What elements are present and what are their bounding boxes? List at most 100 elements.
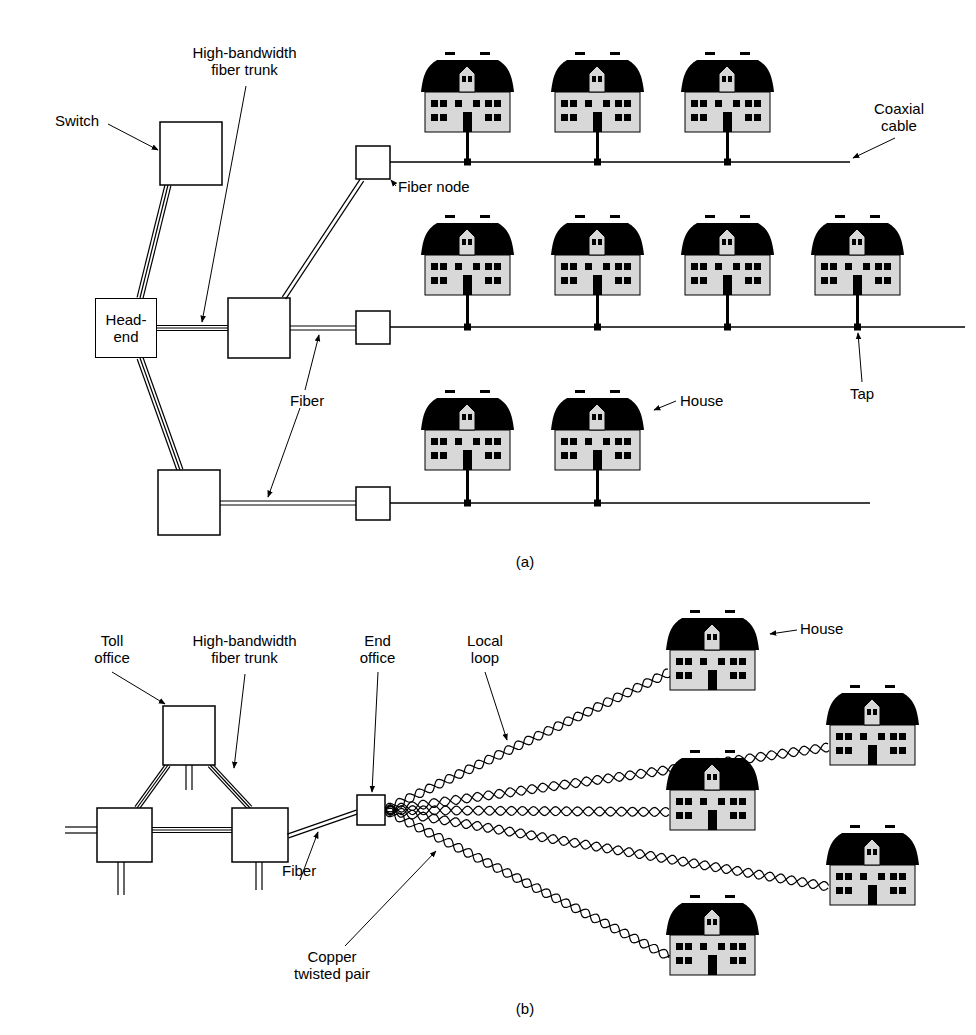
- leader-line: [654, 401, 676, 410]
- fiber-line: [287, 810, 356, 834]
- drop-cable: [726, 295, 729, 327]
- callout-label: Toll office: [87, 632, 137, 666]
- house-icon: [666, 610, 759, 690]
- toll-office-box: [163, 706, 215, 765]
- fiber-trunk: [157, 330, 228, 331]
- drop-cable: [596, 295, 599, 327]
- callout-label: Tap: [842, 385, 882, 402]
- end-office-box: [357, 795, 385, 825]
- house-icon: [551, 215, 644, 295]
- drop-cable: [726, 132, 729, 162]
- twisted-pair: [385, 810, 670, 958]
- hub-box: [228, 298, 290, 358]
- leader-line: [268, 408, 300, 497]
- fiber-node-box: [356, 146, 390, 179]
- fiber-line: [282, 179, 360, 297]
- trunk-stub: [65, 826, 97, 827]
- callout-label: Fiber node: [398, 178, 488, 195]
- tap-point: [724, 324, 731, 331]
- callout-label: Coaxial cable: [868, 100, 930, 134]
- house-icon: [666, 895, 759, 975]
- leader-line: [485, 672, 507, 740]
- leader-line: [112, 672, 165, 704]
- fiber-trunk: [140, 358, 180, 470]
- twisted-pair: [385, 806, 669, 817]
- tap-point: [724, 159, 731, 166]
- drop-cable: [596, 132, 599, 162]
- tap-point: [464, 159, 471, 166]
- leader-line: [345, 851, 436, 946]
- toll-office-box: [232, 808, 288, 862]
- fiber-trunk: [139, 766, 170, 809]
- trunk-stub: [117, 862, 118, 895]
- trunk-stub: [191, 765, 192, 790]
- fiber-line: [289, 814, 358, 838]
- twisted-pair: [385, 808, 669, 958]
- coaxial-cable: [390, 326, 965, 328]
- drop-cable: [466, 295, 469, 327]
- leader-line: [202, 86, 246, 322]
- callout-label: High-bandwidth fiber trunk: [182, 632, 307, 666]
- fiber-trunk: [137, 765, 168, 808]
- house-icon: [666, 750, 759, 830]
- house-icon: [681, 52, 774, 132]
- twisted-pair: [385, 806, 669, 817]
- fiber-trunk: [152, 827, 232, 828]
- callout-label: Fiber: [282, 862, 332, 879]
- fiber-trunk: [137, 184, 165, 297]
- leader-line: [108, 124, 158, 150]
- callout-label: House: [800, 620, 860, 637]
- fiber-node-box: [356, 311, 390, 344]
- twisted-pair: [385, 743, 828, 812]
- fiber-trunk: [157, 327, 228, 328]
- trunk-stub: [123, 862, 124, 895]
- callout-label: Switch: [55, 112, 125, 129]
- leader-line: [770, 630, 797, 634]
- head-end-box: Head-end: [95, 298, 157, 358]
- fiber-trunk: [152, 829, 232, 830]
- trunk-stub: [185, 765, 186, 790]
- fiber-node-box: [356, 487, 390, 520]
- tap-point: [464, 324, 471, 331]
- drop-cable: [466, 470, 469, 503]
- tap-point: [594, 324, 601, 331]
- fiber-line: [220, 500, 356, 501]
- fiber-trunk: [152, 832, 232, 833]
- callout-label: End office: [350, 632, 405, 666]
- fiber-line: [290, 329, 356, 330]
- fiber-trunk: [143, 357, 183, 469]
- house-icon: [811, 215, 904, 295]
- callout-label: Local loop: [460, 632, 510, 666]
- house-icon: [681, 215, 774, 295]
- twisted-pair: [385, 807, 829, 889]
- fiber-line: [220, 504, 356, 505]
- fiber-line: [286, 181, 364, 299]
- house-icon: [551, 52, 644, 132]
- leader-line: [391, 180, 396, 186]
- house-icon: [421, 52, 514, 132]
- tap-point: [594, 159, 601, 166]
- callout-label: High-bandwidth fiber trunk: [182, 44, 307, 78]
- callout-label: (a): [505, 553, 545, 570]
- tap-point: [594, 500, 601, 507]
- coaxial-cable: [390, 161, 850, 163]
- fiber-trunk: [157, 325, 228, 326]
- fiber-line: [290, 325, 356, 326]
- tap-point: [854, 324, 861, 331]
- leader-line: [853, 138, 895, 158]
- trunk-stub: [255, 862, 256, 890]
- drop-cable: [856, 295, 859, 327]
- drop-cable: [466, 132, 469, 162]
- fiber-trunk: [135, 764, 166, 807]
- twisted-pair: [385, 669, 668, 810]
- leader-line: [305, 335, 319, 390]
- callout-label: (b): [505, 1000, 545, 1017]
- fiber-trunk: [140, 185, 168, 298]
- leader-line: [372, 672, 378, 792]
- fiber-trunk: [143, 186, 171, 299]
- hub-box: [158, 470, 220, 535]
- coaxial-cable: [390, 502, 870, 504]
